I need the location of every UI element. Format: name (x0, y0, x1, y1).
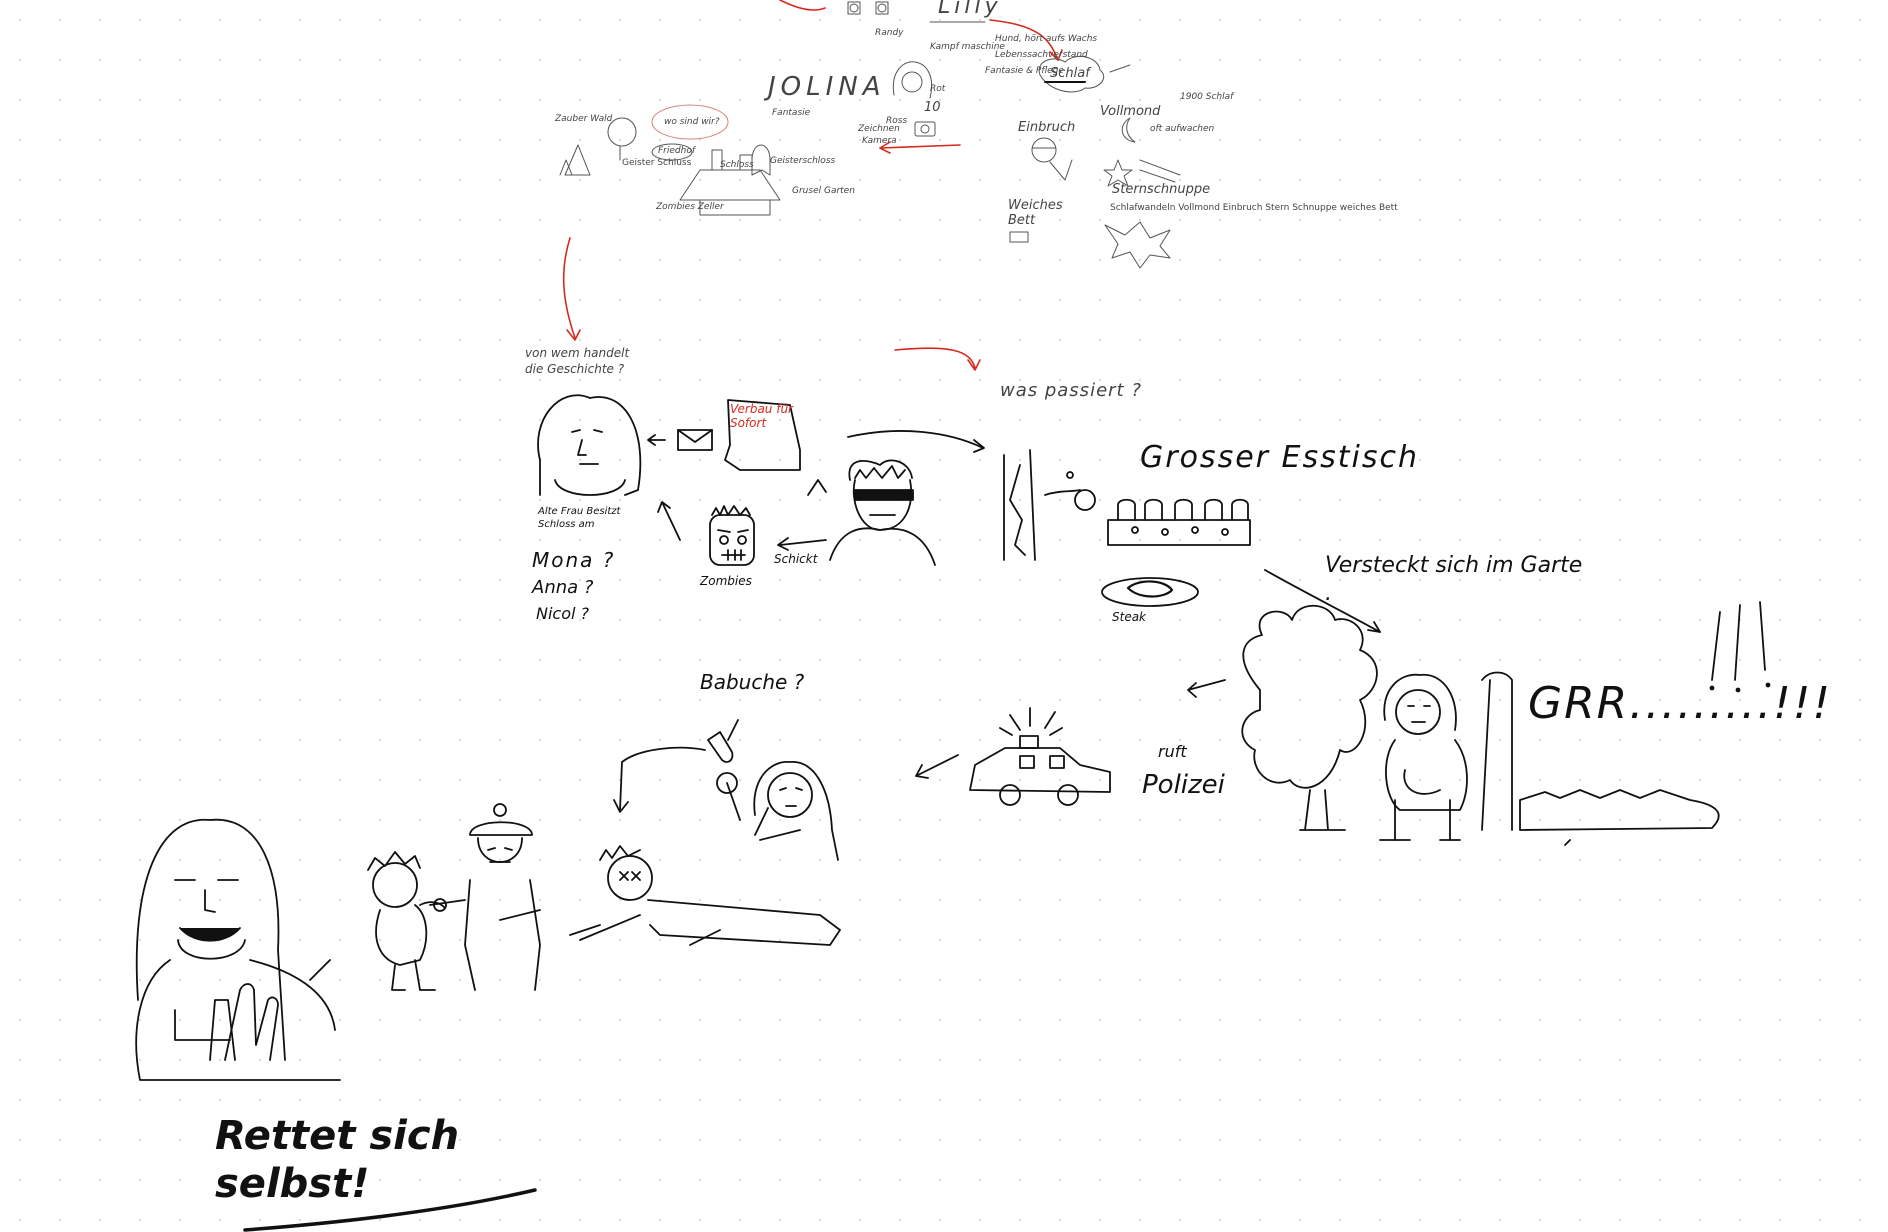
kampf-label: Kampf maschine (930, 42, 1005, 52)
friedhof-label: Friedhof (658, 146, 696, 156)
verbau-label: Verbau für Sofort (730, 402, 793, 430)
jolina-rot: Rot (930, 84, 946, 94)
weiches-bett-label: Weiches Bett (1008, 198, 1063, 228)
esstisch-label: Grosser Esstisch (1140, 440, 1419, 475)
jolina-zeichnen: Zeichnen (858, 124, 900, 134)
schloss-label: Schloss (720, 160, 754, 170)
schlaf-label: Schlaf (1050, 66, 1090, 81)
geister-schluss-label: Geister Schluss (622, 158, 692, 168)
steak-label: Steak (1112, 610, 1147, 624)
question-what: was passiert ? (1000, 380, 1142, 401)
alte-frau-label: Alte Frau Besitzt Schloss am (538, 506, 621, 530)
main-drawings (135, 394, 1771, 1081)
versteckt-label: Versteckt sich im Garte . (1325, 553, 1583, 606)
sternschnuppe-label: Sternschnuppe (1112, 182, 1211, 197)
top-sketches (559, 1, 1181, 269)
name-nicol: Nicol ? (536, 604, 590, 623)
lilly-note-1: Hund, hört aufs Wachs (995, 34, 1098, 44)
ruft-label: ruft (1158, 742, 1187, 761)
zombies-label: Zombies (700, 574, 752, 588)
jolina-kamera: Kamera (862, 136, 897, 146)
name-anna: Anna ? (532, 577, 594, 598)
lilly-label: Lilly (938, 0, 1002, 19)
rettet-underline (243, 1188, 537, 1232)
wo-sind-wir-label: wo sind wir? (664, 117, 720, 127)
jolina-label: JOLINA (768, 72, 886, 102)
vollmond-label: Vollmond (1100, 104, 1161, 119)
geisterschloss-label: Geisterschloss (770, 156, 836, 166)
question-who: von wem handelt die Geschichte ? (525, 346, 630, 376)
schlafzeit-label: 1900 Schlaf (1180, 92, 1234, 102)
oft-aufwachen-label: oft aufwachen (1150, 124, 1215, 134)
grr-label: GRR.........!!! (1528, 678, 1833, 729)
jolina-ross: Ross (886, 116, 908, 126)
name-mona: Mona ? (532, 548, 616, 572)
babuche-label: Babuche ? (700, 670, 805, 694)
lilly-note-3: Fantasie & Pflege (985, 66, 1064, 76)
rettet-label: Rettet sich selbst! (215, 1113, 460, 1207)
zombies-zeller-label: Zombies Zeller (656, 202, 724, 212)
summary-line: Schlafwandeln Vollmond Einbruch Stern Sc… (1110, 203, 1398, 213)
red-arrows (562, 0, 1063, 371)
jolina-age: 10 (924, 100, 941, 115)
polizei-label: Polizei (1142, 770, 1225, 800)
schick-label: Schickt (774, 552, 818, 566)
zauber-wald-label: Zauber Wald (555, 114, 613, 124)
randy-label: Randy (875, 28, 904, 38)
einbruch-label: Einbruch (1018, 120, 1076, 135)
lilly-note-2: Lebenssachverstand (995, 50, 1088, 60)
gruselgarten-label: Grusel Garten (792, 186, 855, 196)
jolina-fantasie: Fantasie (772, 108, 811, 118)
